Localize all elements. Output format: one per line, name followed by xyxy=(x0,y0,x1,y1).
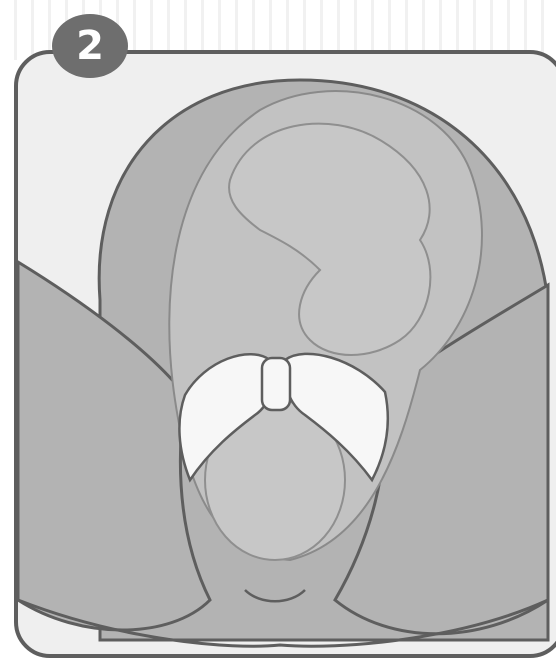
pubic-symphysis xyxy=(262,358,290,410)
step-number: 2 xyxy=(76,26,104,66)
step-badge: 2 xyxy=(52,14,128,78)
